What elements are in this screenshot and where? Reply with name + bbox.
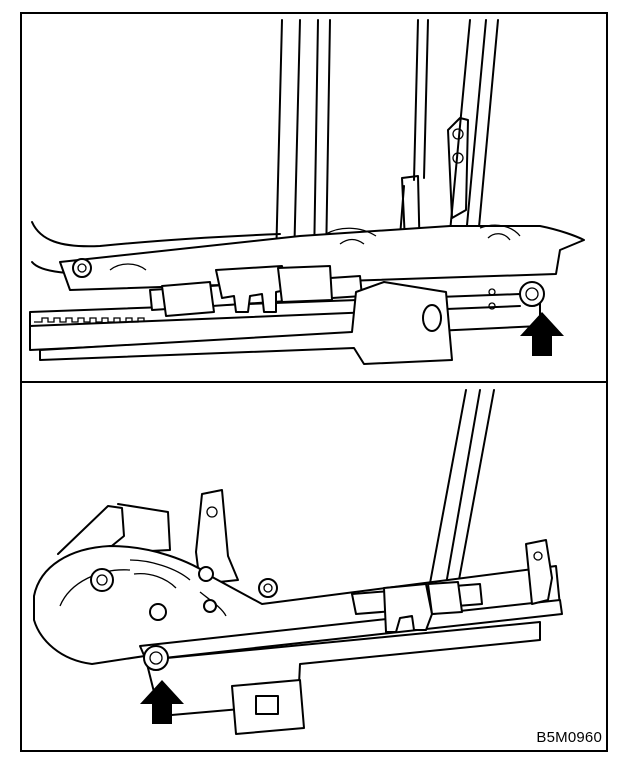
upper-target-bolt [519, 281, 545, 307]
lower-arrow-icon [140, 680, 184, 724]
figure-code-label: B5M0960 [536, 729, 602, 746]
upper-arrow-icon [520, 312, 564, 356]
lower-panel-drawing [33, 389, 563, 735]
lower-target-bolt [143, 645, 169, 671]
upper-panel-drawing [29, 19, 585, 365]
